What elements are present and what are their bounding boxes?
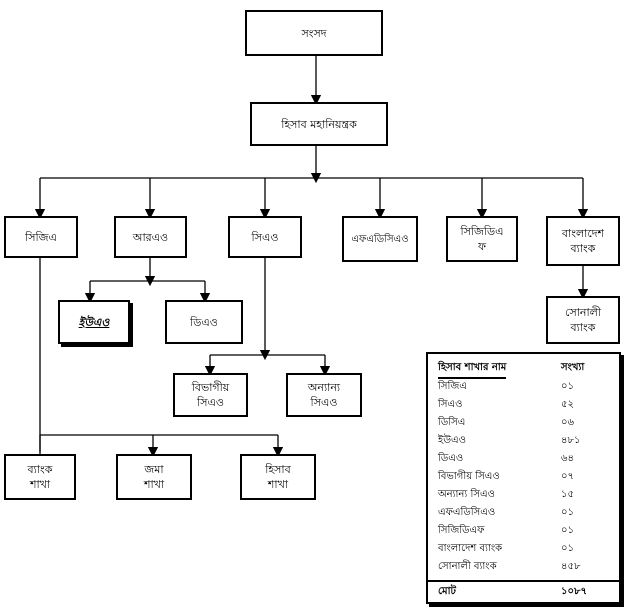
summary-header: হিসাব শাখার নাম সংখ্যা (438, 360, 611, 379)
node-parliament: সংসদ (245, 10, 383, 56)
table-row: বিভাগীয় সিএও ০৭ (438, 469, 611, 484)
row-name: ইউএও (438, 435, 466, 446)
node-sonali-bank-label: সোনালী ব্যাংক (564, 306, 602, 334)
node-dao-label: ডিএও (190, 315, 218, 329)
table-row: ডিএও ৬৪ (438, 451, 611, 466)
row-name: ডিএও (438, 453, 464, 464)
row-name: অন্যান্য সিএও (438, 489, 495, 500)
table-row: সিজিএ ০১ (438, 379, 611, 394)
table-row: বাংলাদেশ ব্যাংক ০১ (438, 541, 611, 556)
table-row: সোনালী ব্যাংক ৪৫৮ (438, 559, 611, 574)
node-cgdf-label: সিজিডিএ ফ (460, 225, 504, 253)
node-bank-branch-label: ব্যাংক শাখা (27, 463, 53, 491)
summary-divider (428, 580, 619, 582)
node-rao: আরএও (114, 216, 187, 258)
node-accounts-branch: হিসাব শাখা (240, 454, 316, 500)
node-cgaf-label: সিজিএ (25, 230, 57, 244)
row-name: ডিসিএ (438, 417, 466, 428)
table-row: ডিসিএ ০৬ (438, 415, 611, 430)
node-uao: ইউএও (58, 300, 130, 344)
row-count: ৬৪ (561, 453, 574, 464)
node-bangladesh-bank: বাংলাদেশ ব্যাংক (546, 216, 620, 266)
node-deposit-branch-label: জমা শাখা (143, 463, 165, 491)
node-divisional-cao-label: বিভাগীয় সিএও (191, 381, 230, 409)
row-count: ০১ (561, 381, 574, 392)
node-parliament-label: সংসদ (301, 26, 327, 40)
row-name: এফএডিসিএও (438, 507, 496, 518)
node-cgaf: সিজিএ (4, 216, 78, 258)
table-row: সিএও ৫২ (438, 397, 611, 412)
node-cao: সিএও (228, 216, 302, 258)
node-divisional-cao: বিভাগীয় সিএও (173, 373, 248, 417)
summary-header-count: সংখ্যা (561, 362, 585, 373)
row-count: ০৬ (561, 417, 575, 428)
row-count: ৪৫৮ (561, 561, 581, 572)
node-cao-label: সিএও (251, 230, 279, 244)
table-row: ইউএও ৪৮১ (438, 433, 611, 448)
node-cga: হিসাব মহানিয়ন্ত্রক (250, 102, 388, 146)
row-count: ০৭ (561, 471, 575, 482)
node-other-cao-label: অন্যান্য সিএও (307, 381, 341, 409)
node-dao: ডিএও (165, 300, 243, 344)
total-label: মোট (438, 586, 456, 597)
row-name: সিজিএ (438, 381, 467, 392)
node-cgdf: সিজিডিএ ফ (446, 216, 518, 262)
table-row: এফএডিসিএও ০১ (438, 505, 611, 520)
node-uao-label: ইউএও (78, 315, 110, 329)
row-count: ৪৮১ (561, 435, 581, 446)
node-fasao-label: এফএডিসিএও (351, 233, 409, 245)
table-row: সিজিডিএফ ০১ (438, 523, 611, 538)
node-bangladesh-bank-label: বাংলাদেশ ব্যাংক (561, 227, 605, 255)
row-count: ০১ (561, 507, 574, 518)
table-row: অন্যান্য সিএও ১৫ (438, 487, 611, 502)
summary-table: হিসাব শাখার নাম সংখ্যা সিজিএ ০১ সিএও ৫২ … (426, 352, 621, 604)
total-count: ১০৮৭ (561, 586, 587, 597)
row-count: ১৫ (561, 489, 574, 500)
node-sonali-bank: সোনালী ব্যাংক (546, 296, 620, 344)
row-name: সিএও (438, 399, 463, 410)
node-fasao: এফএডিসিএও (342, 216, 418, 262)
node-accounts-branch-label: হিসাব শাখা (265, 463, 291, 491)
row-count: ০১ (561, 525, 574, 536)
row-count: ৫২ (561, 399, 574, 410)
row-name: সোনালী ব্যাংক (438, 561, 497, 572)
row-count: ০১ (561, 543, 574, 554)
row-name: বাংলাদেশ ব্যাংক (438, 543, 503, 554)
node-cga-label: হিসাব মহানিয়ন্ত্রক (281, 117, 357, 131)
node-deposit-branch: জমা শাখা (116, 454, 192, 500)
row-name: সিজিডিএফ (438, 525, 485, 536)
row-name: বিভাগীয় সিএও (438, 471, 500, 482)
summary-header-name: হিসাব শাখার নাম (438, 360, 507, 379)
node-bank-branch: ব্যাংক শাখা (4, 454, 76, 500)
node-rao-label: আরএও (132, 230, 169, 244)
node-other-cao: অন্যান্য সিএও (286, 373, 362, 417)
summary-total: মোট ১০৮৭ (438, 584, 611, 600)
